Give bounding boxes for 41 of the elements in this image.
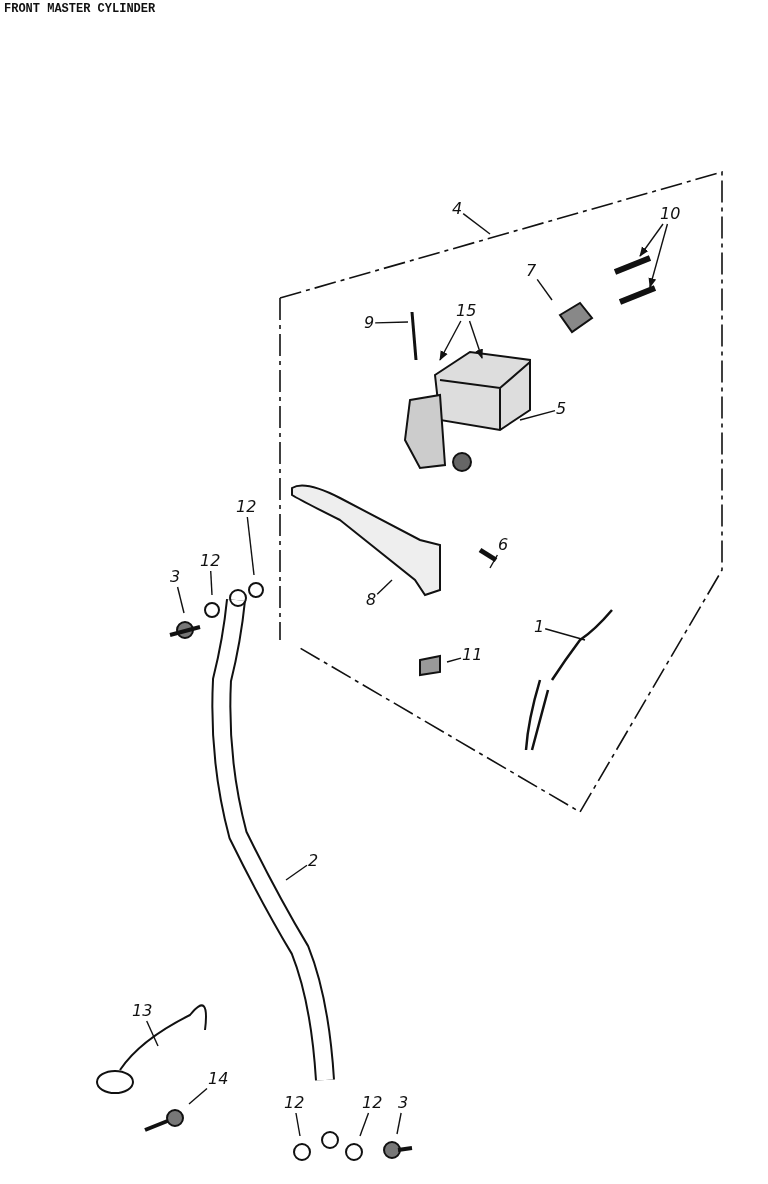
diagram-title: FRONT MASTER CYLINDER <box>4 2 156 16</box>
callout-number: 3 <box>170 568 181 586</box>
callout-number: 2 <box>308 852 319 870</box>
leader-line <box>246 516 255 576</box>
leader-line <box>374 321 409 324</box>
leader-line <box>295 1112 301 1137</box>
callout-number: 4 <box>452 200 463 218</box>
callout-number: 7 <box>526 262 537 280</box>
leader-line <box>519 409 556 421</box>
leader-line <box>468 320 483 359</box>
leader-line <box>176 586 185 614</box>
callout-number: 3 <box>398 1094 409 1112</box>
callout-number: 12 <box>236 498 257 516</box>
callout-number: 1 <box>534 618 545 636</box>
leader-line <box>396 1112 402 1135</box>
leader-line <box>439 320 462 361</box>
callout-number: 6 <box>498 536 509 554</box>
callout-number: 14 <box>208 1070 229 1088</box>
leader-line <box>639 223 664 257</box>
leader-line <box>146 1020 159 1047</box>
leader-line <box>359 1112 370 1137</box>
leader-line <box>210 570 213 596</box>
callout-number: 13 <box>132 1002 153 1020</box>
leader-line <box>536 278 553 301</box>
callout-number: 12 <box>200 552 221 570</box>
callout-number: 10 <box>660 205 681 223</box>
leader-line <box>489 554 499 569</box>
callout-number: 8 <box>366 591 377 609</box>
leader-line <box>376 579 393 595</box>
callout-number: 12 <box>362 1094 383 1112</box>
callout-number: 5 <box>556 400 567 418</box>
leader-line <box>544 628 586 641</box>
leader-line <box>648 223 669 288</box>
callout-number: 9 <box>364 314 375 332</box>
leader-line <box>446 657 462 663</box>
leader-line <box>285 864 308 881</box>
callout-number: 15 <box>456 302 477 320</box>
callout-number: 11 <box>462 646 483 664</box>
leader-line <box>462 212 491 235</box>
callout-number: 12 <box>284 1094 305 1112</box>
leader-line <box>188 1087 208 1105</box>
